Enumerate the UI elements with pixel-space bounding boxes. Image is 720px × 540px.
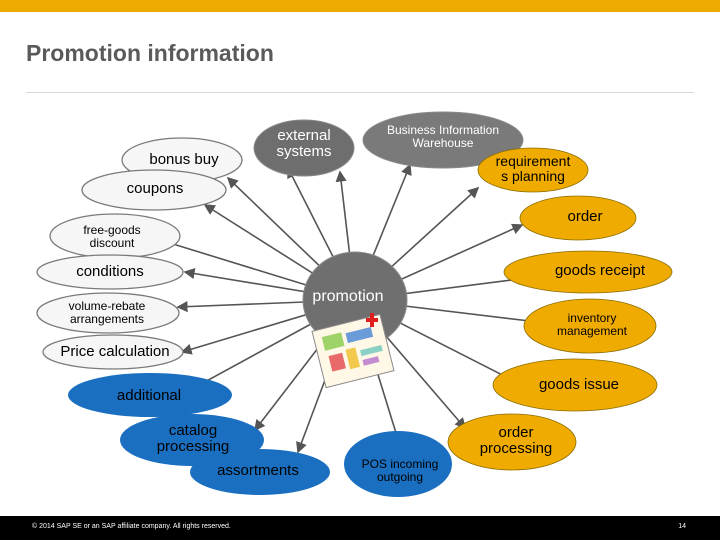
hub-promotion: promotion (312, 288, 384, 305)
label-requirements-planning: requirement s planning (495, 153, 571, 184)
label-conditions: conditions (76, 263, 144, 280)
label-external-systems: external systems (276, 127, 332, 160)
label-assortments: assortments (217, 462, 299, 479)
label-free-goods: free-goods discount (83, 223, 141, 250)
label-business-warehouse: Business Information Warehouse (386, 123, 500, 150)
grey-ovals (36, 137, 243, 370)
oval-pos (344, 431, 452, 497)
label-coupons: coupons (126, 180, 184, 197)
label-additional: additional (116, 387, 182, 404)
label-price-calculation: Price calculation (60, 343, 170, 360)
label-order: order (567, 208, 603, 225)
copyright-text: © 2014 SAP SE or an SAP affiliate compan… (32, 523, 231, 530)
oval-coupons (81, 169, 227, 211)
oval-requirements-planning (477, 147, 589, 193)
label-inventory-management: inventory management (556, 311, 628, 338)
oval-order (519, 195, 637, 241)
label-goods-issue: goods issue (538, 376, 620, 393)
oval-order-processing (447, 413, 577, 471)
label-order-processing: order processing (479, 424, 553, 457)
blue-ovals (68, 373, 452, 497)
oval-inventory-management (523, 298, 657, 354)
yellow-ovals (447, 147, 673, 471)
title-divider (26, 92, 694, 93)
oval-additional (68, 373, 232, 417)
oval-business-warehouse (362, 111, 524, 169)
oval-volume-rebate (36, 292, 180, 334)
label-goods-receipt: goods receipt (554, 262, 646, 279)
promotion-illustration (311, 313, 395, 389)
label-volume-rebate: volume-rebate arrangements (68, 299, 146, 326)
footer-bar (0, 516, 720, 540)
oval-price-calculation (42, 334, 184, 370)
page-number: 14 (678, 523, 686, 530)
oval-conditions (36, 254, 184, 290)
oval-assortments (190, 449, 330, 495)
oval-external-systems (253, 119, 355, 177)
label-pos: POS incoming outgoing (361, 457, 439, 484)
top-accent-bar (0, 0, 720, 12)
label-bonus-buy: bonus buy (149, 151, 219, 168)
page-title: Promotion information (26, 40, 274, 66)
oval-goods-receipt (503, 250, 673, 294)
oval-goods-issue (492, 358, 658, 412)
label-catalog-processing: catalog processing (156, 422, 230, 455)
